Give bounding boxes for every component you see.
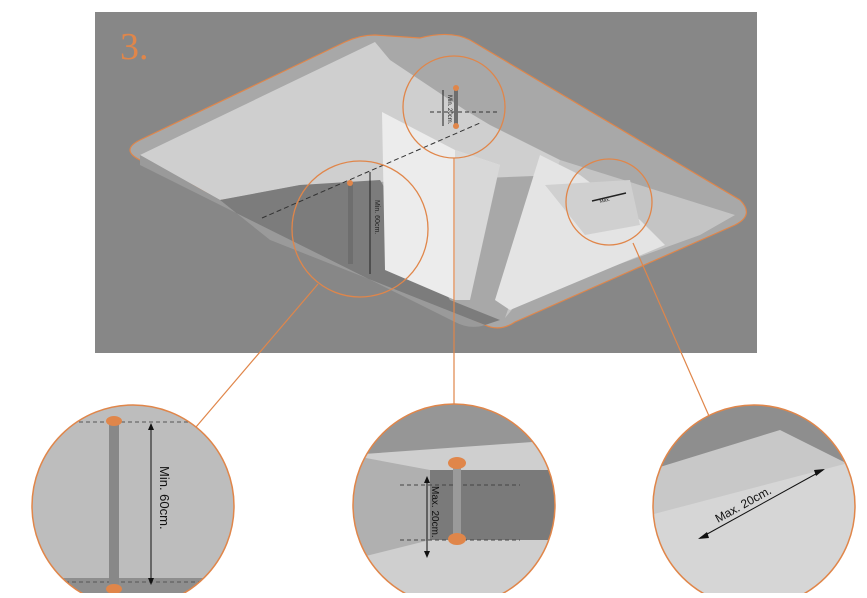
detail-1-post (109, 424, 119, 584)
detail-2-arrow-bottom (424, 551, 430, 558)
post-short-base (453, 123, 459, 129)
detail-1-arrow-top (148, 423, 154, 430)
highlight-circle-height (291, 160, 429, 298)
detail-3-lower-face (653, 460, 855, 598)
post-short (454, 88, 458, 126)
connector-line-1 (195, 283, 319, 428)
detail-min-height: Min. 60cm. (31, 404, 235, 598)
detail-3-dimension-line (699, 469, 824, 539)
main-label-height: Min. 60cm. (373, 200, 380, 234)
detail-1-floor (32, 578, 234, 598)
main-label-step: Min. 20cm. (446, 95, 452, 125)
main-view: Min. 60cm. Min. 20cm. Max. (95, 12, 757, 353)
detail-1-post-cap (106, 416, 122, 426)
ramp-top (545, 180, 640, 235)
detail-2-post-base (448, 533, 466, 545)
detail-3-arrow-left (698, 532, 709, 539)
detail-max-width: Max. 20cm. (652, 404, 856, 598)
detail-1-post-base (106, 584, 122, 594)
post-short-cap (453, 85, 459, 91)
detail-2-post (453, 466, 461, 538)
detail-2-label: Max. 20cm. (429, 486, 440, 538)
step-number: 3. (120, 26, 149, 68)
detail-3-frame (652, 404, 856, 598)
detail-1-label: Min. 60cm. (157, 466, 172, 530)
detail-1-background (32, 405, 234, 598)
main-label-width: Max. (599, 196, 611, 204)
detail-2-frame (352, 403, 556, 598)
detail-1-arrow-bottom (148, 578, 154, 585)
detail-2-arrow-top (424, 476, 430, 483)
step-block-side (455, 150, 500, 300)
detail-max-step-height: Max. 20cm. (352, 403, 556, 598)
ramp-step (495, 155, 665, 310)
detail-1-frame (31, 404, 235, 598)
dimension-line-width (591, 192, 627, 202)
post-tall (348, 182, 353, 264)
highlight-circle-width (565, 158, 653, 246)
post-tall-cap (347, 180, 353, 186)
detail-2-step-face (430, 470, 555, 540)
detail-2-post-cap (448, 457, 466, 469)
detail-3-arrow-right (814, 469, 825, 476)
detail-2-side-face (353, 455, 430, 560)
connector-line-3 (632, 242, 710, 417)
